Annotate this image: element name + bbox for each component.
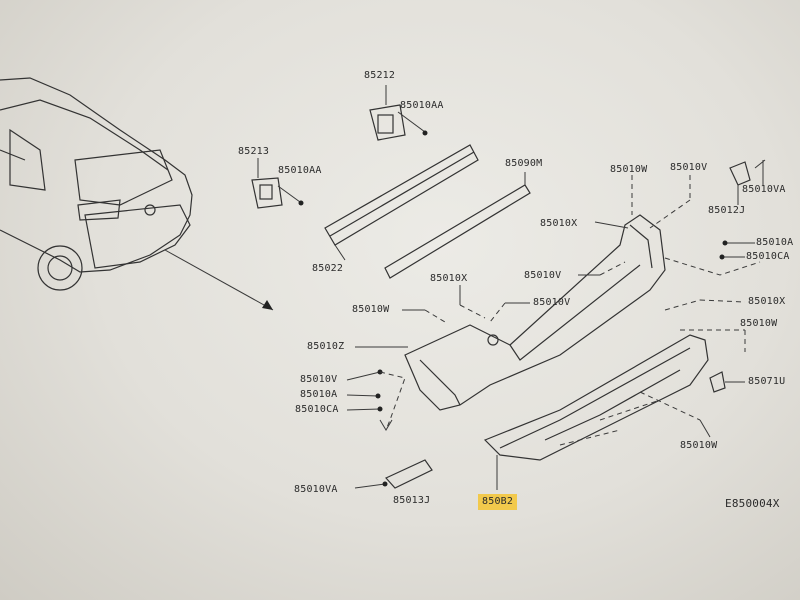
label-85090M: 85090M	[505, 158, 543, 169]
label-85010VA-top: 85010VA	[742, 184, 786, 195]
label-85010V-mid: 85010V	[524, 270, 562, 281]
label-85010X-a: 85010X	[540, 218, 578, 229]
label-85010V-b: 85010V	[533, 297, 571, 308]
label-850B2-highlighted: 850B2	[478, 494, 518, 510]
absorber-85090M	[384, 172, 531, 279]
label-85010V-left: 85010V	[300, 374, 338, 385]
label-85010AA-top: 85010AA	[400, 100, 444, 111]
label-85010X-b: 85010X	[430, 273, 468, 284]
clip-85071U	[709, 371, 745, 393]
diagram-code: E850004X	[725, 497, 780, 510]
bracket-85013J	[354, 459, 433, 489]
label-85010W-right: 85010W	[740, 318, 778, 329]
bracket-85212	[369, 85, 428, 141]
label-85010A-right: 85010A	[756, 237, 794, 248]
label-85213: 85213	[238, 146, 270, 157]
label-85010Z: 85010Z	[307, 341, 345, 352]
label-85013J: 85013J	[393, 495, 431, 506]
leader-lines	[346, 160, 764, 446]
label-85010W-bottom: 85010W	[680, 440, 718, 451]
lower-valance-850B2	[483, 334, 709, 490]
bracket-85213	[251, 158, 304, 209]
label-85010W-top: 85010W	[610, 164, 648, 175]
label-85212: 85212	[364, 70, 396, 81]
label-85010CA-left: 85010CA	[295, 404, 339, 415]
car-illustration	[0, 77, 193, 291]
label-85010CA-right: 85010CA	[746, 251, 790, 262]
label-85071U: 85071U	[748, 376, 786, 387]
reference-arrow	[164, 249, 274, 311]
label-85010X-right: 85010X	[748, 296, 786, 307]
label-85010AA-left: 85010AA	[278, 165, 322, 176]
label-85010V-top: 85010V	[670, 162, 708, 173]
reinforcement-85022	[324, 144, 479, 261]
label-85010A-left: 85010A	[300, 389, 338, 400]
bracket-85012J	[729, 159, 766, 205]
label-85010VA-bottom: 85010VA	[294, 484, 338, 495]
bumper-fascia-85010Z	[404, 214, 666, 411]
label-85012J: 85012J	[708, 205, 746, 216]
label-85010W-mid: 85010W	[352, 304, 390, 315]
label-85022: 85022	[312, 263, 344, 274]
